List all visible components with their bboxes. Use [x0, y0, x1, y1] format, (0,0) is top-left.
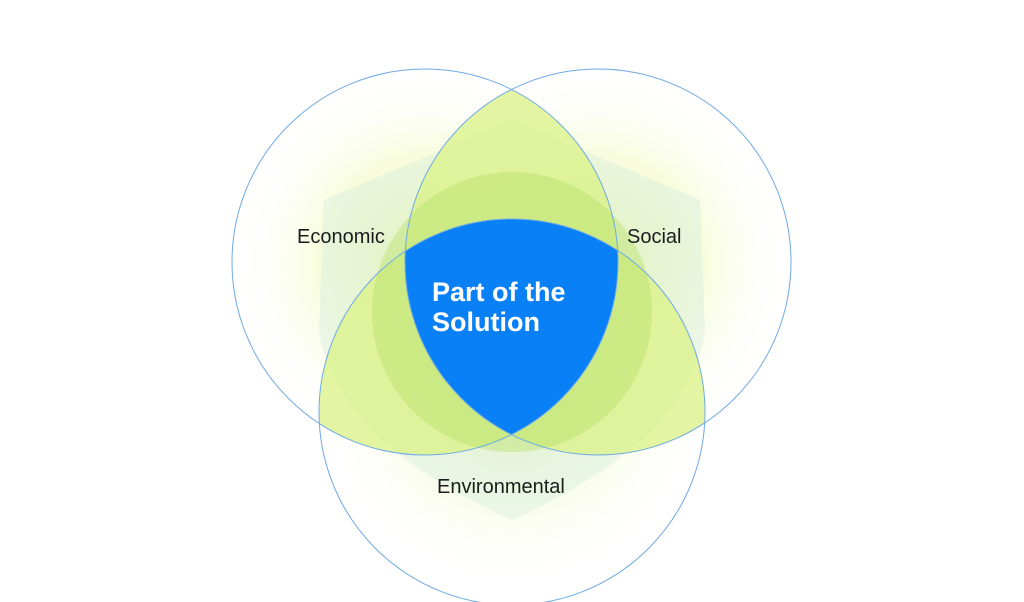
environmental-label: Environmental: [437, 476, 565, 498]
center-label-line-2: Solution: [432, 307, 540, 337]
center-label: Part of the Solution: [432, 277, 632, 337]
environmental-circle: [318, 218, 706, 602]
social-circle: [404, 68, 792, 456]
center-intersection: [405, 219, 618, 455]
economic-circle: [231, 68, 619, 456]
social-label: Social: [627, 226, 682, 248]
center-label-line-1: Part of the: [432, 277, 566, 307]
economic-label: Economic: [297, 226, 385, 248]
